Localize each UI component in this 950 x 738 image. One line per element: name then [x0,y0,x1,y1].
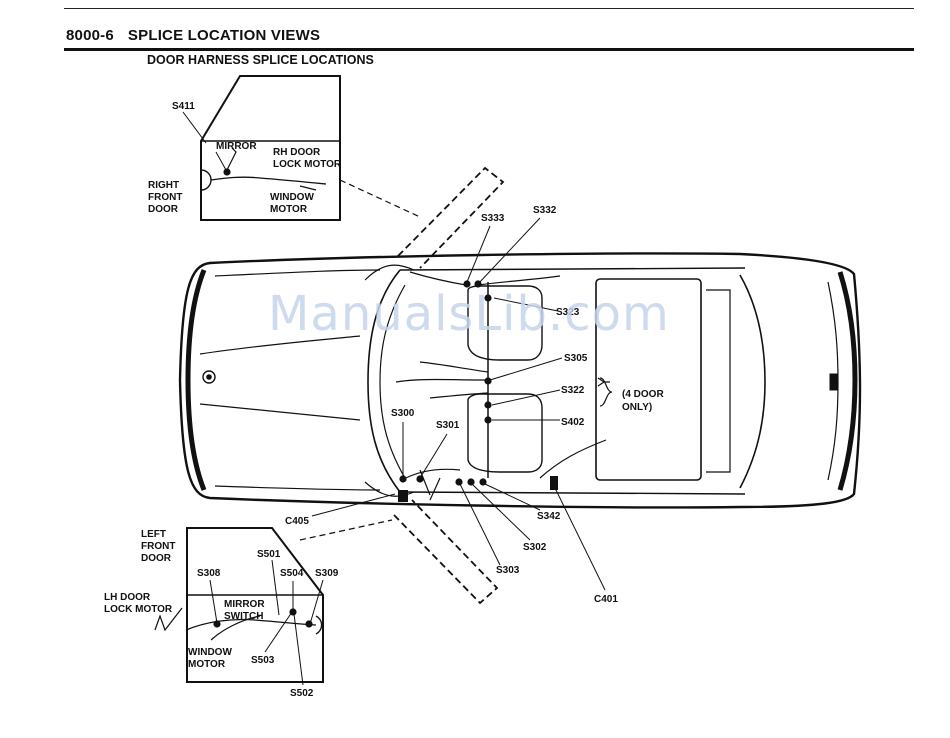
car-body [178,252,862,509]
label-mirror: MIRROR [216,141,257,152]
label-c405: C405 [285,516,309,527]
right-door-inset [182,75,421,221]
label-four-door-2: ONLY) [622,402,652,413]
splice-dot-mirror [223,168,231,176]
right-door-labels: S411 MIRROR RH DOOR LOCK MOTOR RIGHT FRO… [148,101,342,215]
label-s333: S333 [481,213,505,224]
label-s322: S322 [561,385,585,396]
label-lwindow-1: WINDOW [188,647,232,658]
left-door-inset [154,519,393,686]
label-s308: S308 [197,568,221,579]
label-lfd-2: FRONT [141,541,175,552]
label-lfd-3: DOOR [141,553,172,564]
watermark: ManualsLib.com [268,286,670,342]
label-s402: S402 [561,417,585,428]
splice-dot-s342 [479,478,487,486]
top-rule [64,8,914,9]
splice-dot-s323 [484,294,492,302]
label-lfd-1: LEFT [141,529,166,540]
label-s502: S502 [290,688,314,699]
label-s342: S342 [537,511,561,522]
label-s504: S504 [280,568,304,579]
splice-dot-s300 [399,475,407,483]
splice-dot-s303 [455,478,463,486]
label-mirror-switch-1: MIRROR [224,599,265,610]
label-rfd-3: DOOR [148,204,179,215]
splice-dot-s309 [305,620,313,628]
label-s309: S309 [315,568,339,579]
label-mirror-switch-2: SWITCH [224,611,263,622]
splice-dot-s322 [484,401,492,409]
header-rule [64,48,914,51]
splice-dot-s504 [289,608,297,616]
label-s503: S503 [251,655,275,666]
diagram-subtitle: DOOR HARNESS SPLICE LOCATIONS [147,53,374,67]
splice-dot-s308 [213,620,221,628]
label-lh-lock-1: LH DOOR [104,592,151,603]
label-c401: C401 [594,594,618,605]
label-s303: S303 [496,565,520,576]
label-four-door-1: (4 DOOR [622,389,664,400]
splice-dot-s301 [416,475,424,483]
label-window-2: MOTOR [270,204,308,215]
label-s301: S301 [436,420,460,431]
splice-dot-s302 [467,478,475,486]
connector-c401 [550,476,558,490]
left-door-labels: LEFT FRONT DOOR S308 S501 S504 S309 LH D… [104,529,339,699]
label-rfd-1: RIGHT [148,180,179,191]
splice-dot-s332 [474,280,482,288]
splice-dot-s402 [484,416,492,424]
label-s411: S411 [172,101,195,112]
label-s300: S300 [391,408,415,419]
connector-c405 [398,490,408,502]
four-door-bracket [599,377,613,407]
label-rfd-2: FRONT [148,192,182,203]
vehicle-labels: S333 S332 S323 S305 S322 S402 (4 DOOR ON… [285,205,664,605]
splice-dot-s333 [463,280,471,288]
callout-leaders [311,217,606,591]
label-window-1: WINDOW [270,192,314,203]
label-s323: S323 [556,307,580,318]
label-s302: S302 [523,542,547,553]
label-rh-lock-2: LOCK MOTOR [273,159,342,170]
splice-dot-s305 [484,377,492,385]
section-number: 8000-6 [66,27,114,44]
splice-points [213,168,558,628]
label-s305: S305 [564,353,588,364]
label-rh-lock-1: RH DOOR [273,147,321,158]
label-s501: S501 [257,549,281,560]
label-lh-lock-2: LOCK MOTOR [104,604,173,615]
page-header: 8000-6 SPLICE LOCATION VIEWS [66,27,320,44]
label-s332: S332 [533,205,557,216]
label-lwindow-2: MOTOR [188,659,226,670]
swung-doors [393,166,505,605]
section-title: SPLICE LOCATION VIEWS [127,27,321,44]
